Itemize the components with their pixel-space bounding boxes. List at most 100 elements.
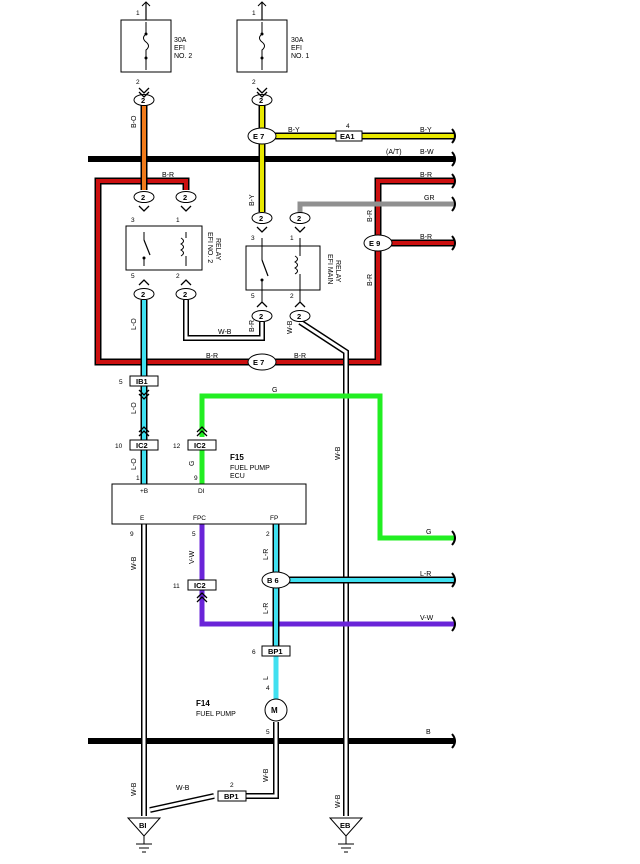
svg-text:2: 2 bbox=[176, 273, 180, 280]
svg-text:BI: BI bbox=[139, 821, 147, 830]
bus-bar-bottom bbox=[88, 738, 454, 744]
fuse-efi2-line1: EFI bbox=[174, 45, 185, 52]
bus-bar-top bbox=[88, 156, 454, 162]
svg-text:1: 1 bbox=[290, 235, 294, 242]
svg-text:BP1: BP1 bbox=[224, 792, 239, 801]
svg-text:2: 2 bbox=[259, 312, 263, 321]
connector-bp1-bottom: BP1 2 bbox=[217, 782, 247, 802]
svg-text:W-B: W-B bbox=[218, 329, 232, 336]
svg-text:G: G bbox=[272, 387, 277, 394]
svg-text:IC2: IC2 bbox=[194, 581, 206, 590]
splice-b6: B 6 bbox=[261, 571, 291, 589]
svg-text:5: 5 bbox=[131, 273, 135, 280]
svg-text:B-R: B-R bbox=[162, 172, 174, 179]
svg-text:EA1: EA1 bbox=[340, 132, 355, 141]
svg-text:B-Y: B-Y bbox=[288, 127, 300, 134]
svg-text:B: B bbox=[426, 729, 431, 736]
svg-text:W-B: W-B bbox=[335, 446, 342, 460]
wire-l-r bbox=[272, 524, 454, 700]
wire-v-w bbox=[199, 524, 454, 627]
pump-code: F14 bbox=[196, 699, 210, 708]
pump-name: FUEL PUMP bbox=[196, 711, 236, 718]
svg-text:G: G bbox=[189, 461, 196, 466]
svg-text:W-B: W-B bbox=[131, 556, 138, 570]
svg-text:L-O: L-O bbox=[131, 402, 138, 414]
connector-2-efi2-coil-in: 2 bbox=[175, 191, 197, 203]
ecu-pin-fpc: FPC bbox=[193, 515, 206, 522]
svg-text:B-R: B-R bbox=[420, 234, 432, 241]
svg-text:5: 5 bbox=[119, 379, 123, 386]
wire-w-b-ground bbox=[141, 524, 279, 816]
svg-text:L-R: L-R bbox=[263, 549, 270, 560]
svg-text:L-R: L-R bbox=[263, 603, 270, 614]
svg-text:2: 2 bbox=[230, 782, 234, 789]
efi-no2-relay: 3 1 5 2 EFI NO. 2 RELAY bbox=[125, 217, 221, 280]
svg-text:3: 3 bbox=[131, 217, 135, 224]
ecu-name-1: FUEL PUMP bbox=[230, 465, 270, 472]
wire-b-y bbox=[258, 104, 454, 212]
ecu-pin-di: DI bbox=[198, 488, 205, 495]
connector-2-main-out: 2 bbox=[251, 310, 273, 322]
svg-text:10: 10 bbox=[115, 443, 123, 450]
ecu-pin-b: +B bbox=[140, 488, 148, 495]
fuse-efi2-line2: NO. 2 bbox=[174, 53, 192, 60]
fuse-efi-no1: 1 2 30A EFI NO. 1 bbox=[236, 1, 309, 86]
connector-2-efi2-coil-out: 2 bbox=[175, 288, 197, 300]
svg-text:E 7: E 7 bbox=[253, 358, 264, 367]
splice-e9: E 9 bbox=[363, 234, 393, 252]
svg-text:IC2: IC2 bbox=[136, 441, 148, 450]
connector-2-fuse1: 2 bbox=[251, 94, 273, 106]
fuse-efi1-pin-top: 1 bbox=[252, 10, 256, 17]
connector-ic2-11: IC2 11 bbox=[173, 579, 217, 591]
fuel-pump-ecu: +B DI E FPC FP F15 FUEL PUMP ECU 1 9 9 5… bbox=[111, 453, 307, 538]
svg-text:5: 5 bbox=[251, 293, 255, 300]
svg-text:5: 5 bbox=[266, 729, 270, 736]
main-relay-label-2: RELAY bbox=[334, 260, 341, 283]
svg-text:B-R: B-R bbox=[367, 274, 374, 286]
svg-text:B-Y: B-Y bbox=[420, 127, 432, 134]
svg-text:2: 2 bbox=[290, 293, 294, 300]
svg-text:L-O: L-O bbox=[131, 458, 138, 470]
svg-text:B-O: B-O bbox=[131, 115, 138, 128]
svg-text:B-R: B-R bbox=[367, 210, 374, 222]
wire-g bbox=[199, 393, 454, 541]
connector-2-main-coil-in: 2 bbox=[289, 212, 311, 224]
fuse-efi1-pin-bot: 2 bbox=[252, 79, 256, 86]
svg-text:2: 2 bbox=[297, 312, 301, 321]
connector-ea1: EA1 4 bbox=[335, 123, 363, 142]
svg-text:W-B: W-B bbox=[335, 794, 342, 808]
svg-text:4: 4 bbox=[346, 123, 350, 130]
svg-text:2: 2 bbox=[183, 193, 187, 202]
svg-text:2: 2 bbox=[183, 290, 187, 299]
svg-text:W-B: W-B bbox=[287, 320, 294, 334]
svg-text:IC2: IC2 bbox=[194, 441, 206, 450]
connector-ic2-12: IC2 12 bbox=[173, 439, 217, 451]
svg-text:1: 1 bbox=[136, 475, 140, 482]
svg-text:BP1: BP1 bbox=[268, 647, 283, 656]
motor-symbol: M bbox=[271, 706, 278, 715]
svg-text:2: 2 bbox=[259, 214, 263, 223]
connector-2-efi2-in: 2 bbox=[133, 191, 155, 203]
connector-2-efi2-out: 2 bbox=[133, 288, 155, 300]
ecu-pin-fp: FP bbox=[270, 515, 278, 522]
fuse-efi2-rating: 30A bbox=[174, 37, 187, 44]
connector-2-main-in: 2 bbox=[251, 212, 273, 224]
svg-text:B-R: B-R bbox=[249, 320, 256, 332]
splice-e7-bottom: E 7 bbox=[247, 353, 277, 371]
efi2-relay-label-2: RELAY bbox=[214, 238, 221, 261]
svg-text:(A/T): (A/T) bbox=[386, 149, 402, 156]
svg-text:IB1: IB1 bbox=[136, 377, 148, 386]
wire-labels: B-O B-Y B-Y B-Y (A/T) B-W B-R B-R GR B-R… bbox=[131, 115, 435, 808]
svg-text:2: 2 bbox=[259, 96, 263, 105]
connector-ib1: IB1 5 bbox=[119, 375, 159, 387]
svg-text:2: 2 bbox=[141, 193, 145, 202]
svg-text:5: 5 bbox=[192, 531, 196, 538]
svg-text:W-B: W-B bbox=[263, 768, 270, 782]
fuse-efi2-pin-top: 1 bbox=[136, 10, 140, 17]
svg-text:9: 9 bbox=[194, 475, 198, 482]
svg-text:2: 2 bbox=[266, 531, 270, 538]
svg-text:EB: EB bbox=[340, 821, 351, 830]
main-relay-label-1: EFI MAIN bbox=[326, 254, 333, 284]
fuel-pump-motor: M F14 FUEL PUMP 4 5 bbox=[196, 685, 288, 736]
